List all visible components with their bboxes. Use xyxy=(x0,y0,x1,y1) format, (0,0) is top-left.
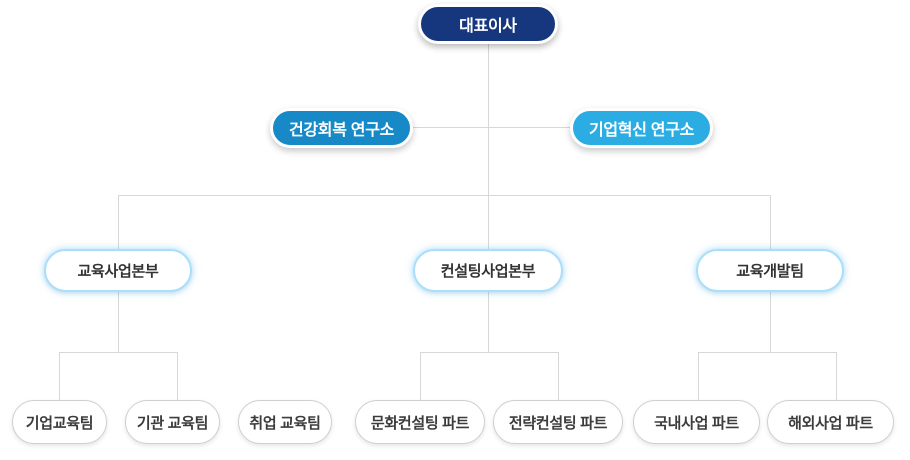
org-node-corporate-innovation-institute: 기업혁신 연구소 xyxy=(570,108,713,148)
connector-line xyxy=(177,352,178,400)
connector-line xyxy=(420,352,558,353)
org-node-corporate-education-team: 기업교육팀 xyxy=(12,400,107,444)
connector-line xyxy=(770,195,771,250)
org-node-overseas-business-part: 해외사업 파트 xyxy=(767,400,894,444)
org-node-domestic-business-part: 국내사업 파트 xyxy=(633,400,760,444)
connector-line xyxy=(836,352,837,400)
connector-line xyxy=(698,352,699,400)
connector-line xyxy=(59,352,177,353)
org-node-culture-consulting-part: 문화컨설팅 파트 xyxy=(355,400,485,444)
connector-line xyxy=(698,352,836,353)
org-node-education-development-team: 교육개발팀 xyxy=(696,249,844,292)
connector-line xyxy=(420,352,421,400)
connector-line xyxy=(59,352,60,400)
connector-line xyxy=(413,127,570,128)
org-node-institution-education-team: 기관 교육팀 xyxy=(125,400,220,444)
connector-line xyxy=(118,292,119,352)
org-node-education-business-division: 교육사업본부 xyxy=(44,249,192,292)
org-node-strategy-consulting-part: 전략컨설팅 파트 xyxy=(493,400,623,444)
org-node-health-recovery-institute: 건강회복 연구소 xyxy=(270,108,413,148)
connector-line xyxy=(118,195,119,250)
connector-line xyxy=(118,195,770,196)
connector-line xyxy=(770,292,771,352)
org-node-consulting-business-division: 컨설팅사업본부 xyxy=(413,249,563,292)
connector-line xyxy=(558,352,559,400)
org-node-employment-education-team: 취업 교육팀 xyxy=(238,400,332,444)
connector-line xyxy=(488,44,489,250)
org-node-ceo: 대표이사 xyxy=(418,4,558,44)
connector-line xyxy=(488,292,489,352)
